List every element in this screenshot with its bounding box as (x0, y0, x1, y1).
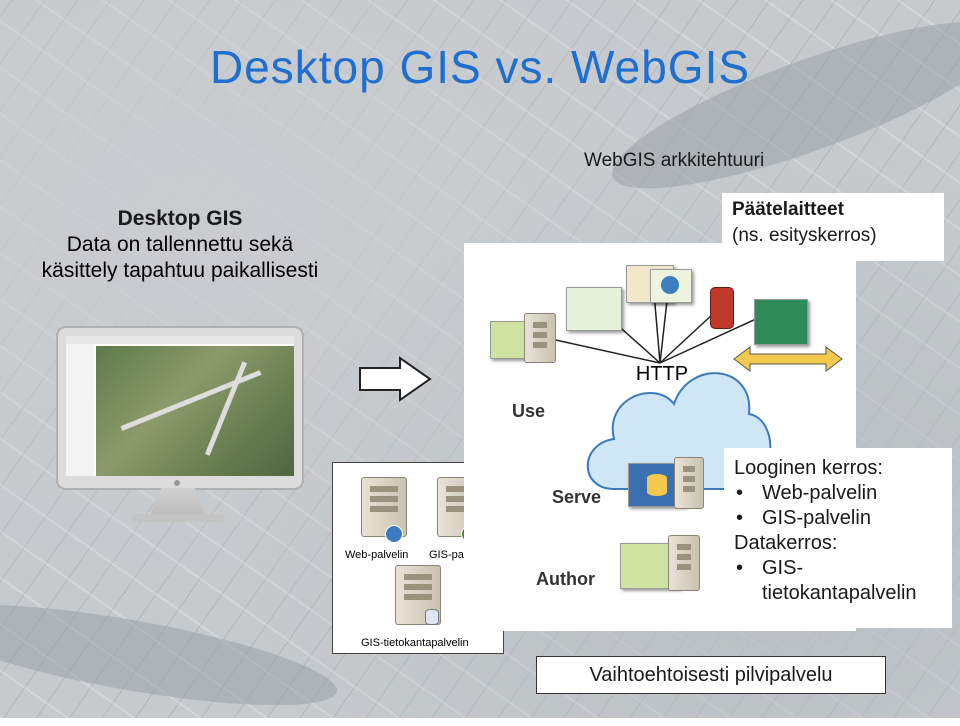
page-title: Desktop GIS vs. WebGIS (209, 41, 751, 93)
server-tower-icon (674, 457, 704, 509)
satellite-map (96, 346, 294, 476)
desktop-gis-description: Desktop GIS Data on tallennettu sekä käs… (20, 206, 340, 284)
runway (204, 361, 248, 456)
tablet-map-icon (754, 299, 808, 345)
desktop-gis-line-1: Data on tallennettu sekä (66, 233, 294, 256)
database-icon (425, 609, 439, 625)
data-item-line-2-text: tietokantapalvelin (762, 582, 917, 604)
terminals-label-box: Päätelaitteet (ns. esityskerros) (722, 193, 944, 261)
web-globe-icon (385, 525, 403, 543)
database-icon (647, 474, 667, 496)
client-tower-icon (524, 313, 556, 363)
serve-label: Serve (552, 487, 602, 507)
author-label: Author (536, 569, 595, 589)
cloud-alternative-note: Vaihtoehtoisesti pilvipalvelu (536, 656, 886, 694)
desktop-monitor (56, 326, 304, 490)
monitor-base (132, 514, 224, 522)
logical-item-web: Web-palvelin (736, 481, 917, 506)
layers-content: Looginen kerros: Web-palvelin GIS-palvel… (734, 456, 917, 606)
logical-item-gis: GIS-palvelin (736, 506, 917, 531)
web-server-label: Web-palvelin (345, 549, 409, 561)
data-item-line-2: tietokantapalvelin (762, 581, 917, 606)
terminals-title: Päätelaitteet (732, 199, 844, 220)
use-label: Use (512, 401, 546, 421)
http-double-arrow-icon (733, 346, 843, 372)
mobile-phone-icon (710, 287, 734, 329)
globe-icon (661, 276, 679, 294)
layers-box: Looginen kerros: Web-palvelin GIS-palvel… (724, 448, 952, 628)
terminals-subtitle: (ns. esityskerros) (732, 225, 877, 246)
browser-sidebar (66, 344, 94, 476)
desktop-gis-heading: Desktop GIS (117, 207, 243, 230)
webgis-heading: WebGIS arkkitehtuuri (584, 150, 765, 171)
http-label: HTTP (635, 363, 689, 385)
right-arrow-icon (359, 356, 432, 402)
database-server-label: GIS-tietokantapalvelin (361, 637, 469, 649)
data-item-line-1: GIS- (736, 556, 917, 581)
logical-layer-list: Web-palvelin GIS-palvelin (734, 481, 917, 531)
web-map-card-icon (566, 287, 622, 331)
data-layer-heading: Datakerros: (734, 532, 838, 554)
power-button (174, 480, 180, 486)
desktop-gis-line-2: käsittely tapahtuu paikallisesti (41, 259, 319, 282)
author-tower-icon (668, 535, 700, 591)
globe-card-icon (650, 269, 692, 303)
browser-toolbar (66, 336, 294, 344)
monitor-screen (66, 336, 294, 476)
data-layer-list: GIS- tietokantapalvelin (734, 556, 917, 606)
logical-layer-heading: Looginen kerros: (734, 457, 883, 479)
